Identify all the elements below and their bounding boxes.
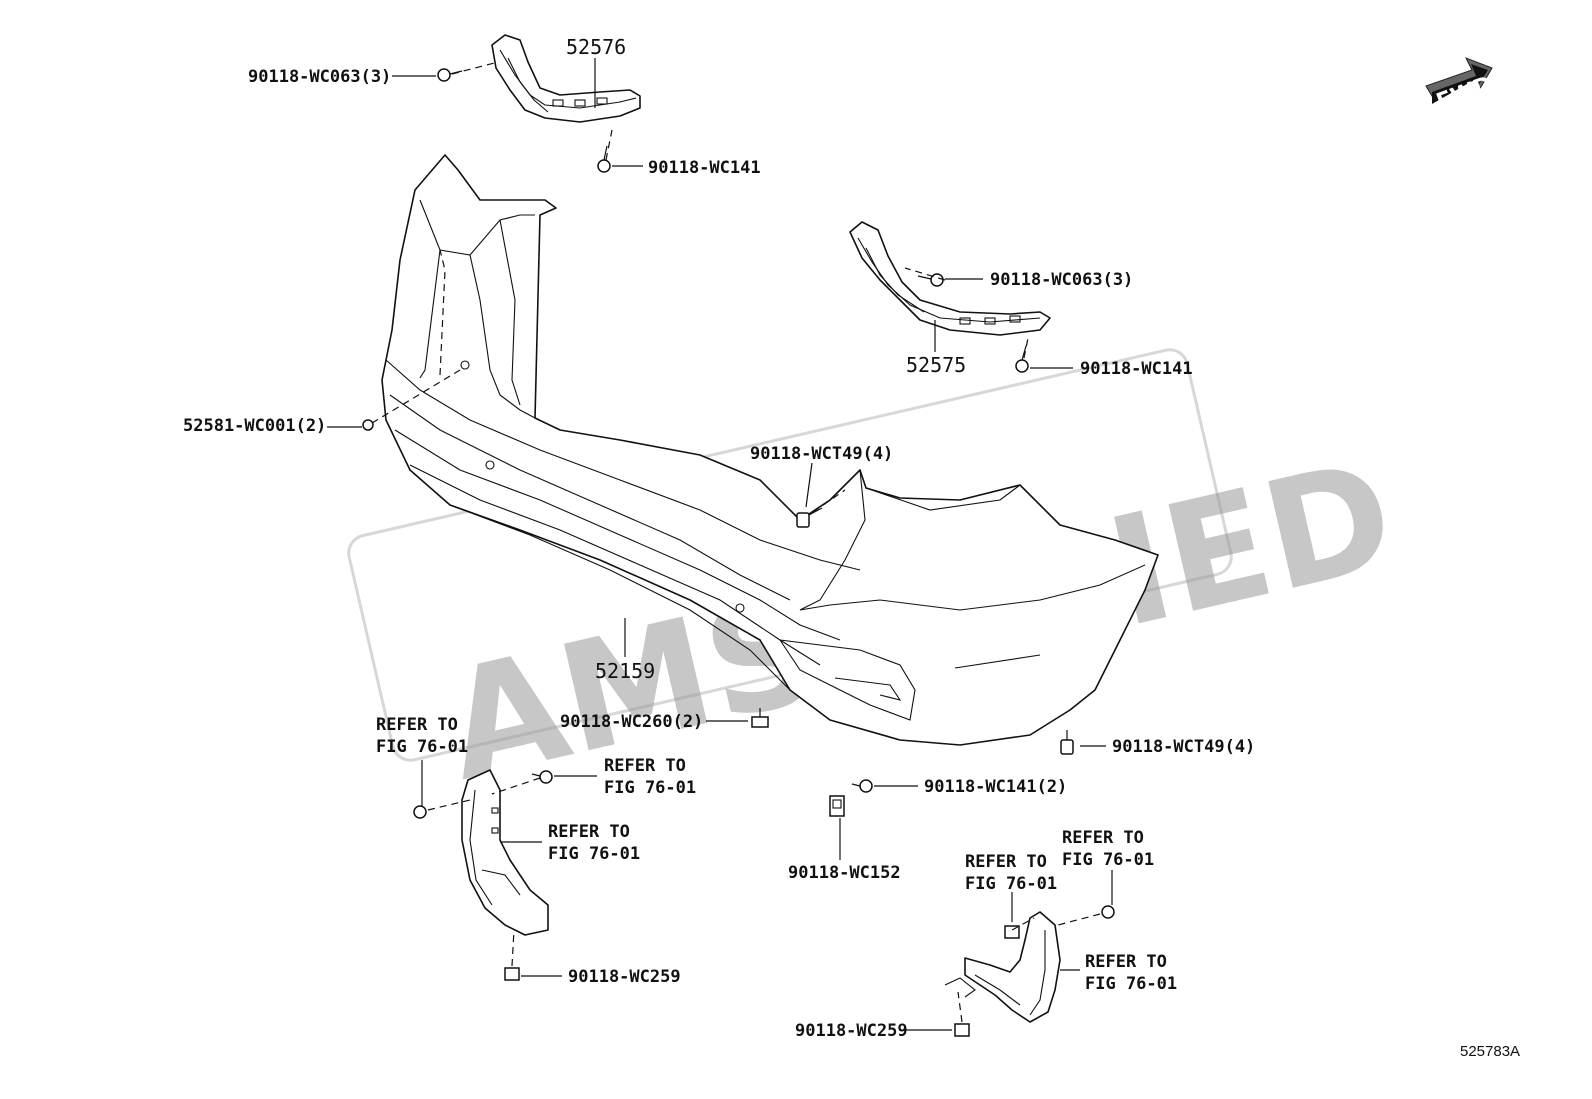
clip-icon	[504, 967, 520, 981]
label-right-flap-clip: 90118-WC259	[795, 1021, 908, 1041]
refer-note: REFER TO FIG 76-01	[1062, 828, 1154, 870]
bolt-icon	[1060, 730, 1074, 755]
svg-text:REFER TO: REFER TO	[965, 852, 1047, 872]
svg-text:FIG 76-01: FIG 76-01	[965, 874, 1057, 894]
clip-icon	[954, 1023, 970, 1037]
svg-text:REFER TO: REFER TO	[1062, 828, 1144, 848]
svg-text:REFER TO: REFER TO	[1085, 952, 1167, 972]
label-bumper-lower-clip: 90118-WC260(2)	[560, 712, 703, 732]
refer-note: REFER TO FIG 76-01	[965, 852, 1057, 894]
bumper-clip-icon	[362, 419, 374, 431]
alignment-lines	[371, 61, 1101, 1023]
svg-text:REFER TO: REFER TO	[376, 715, 458, 735]
clip-icon	[851, 779, 873, 793]
clip-icon	[597, 145, 611, 173]
refer-labels: REFER TO FIG 76-01 REFER TO FIG 76-01 RE…	[376, 715, 1177, 994]
part-labels: 90118-WC063(3) 52576 90118-WC141 90118-W…	[183, 35, 1255, 1041]
screw-icon	[531, 770, 553, 784]
screw-icon	[437, 68, 463, 82]
label-bracket-left-clip: 90118-WC141	[648, 158, 761, 178]
label-bumper-cover: 52159	[595, 659, 655, 683]
label-bumper-clip: 52581-WC001(2)	[183, 416, 326, 436]
clip-icon	[1015, 345, 1029, 373]
label-nut-wc152: 90118-WC152	[788, 863, 901, 883]
screw-icon	[1101, 905, 1115, 919]
bracket-52575	[849, 221, 1051, 336]
svg-text:FIG 76-01: FIG 76-01	[548, 844, 640, 864]
svg-text:REFER TO: REFER TO	[548, 822, 630, 842]
clip-icon	[751, 708, 769, 728]
label-clip-wc141-2: 90118-WC141(2)	[924, 777, 1067, 797]
clip-icon	[413, 805, 427, 819]
screw-icon	[917, 273, 944, 287]
label-bracket-right-clip: 90118-WC141	[1080, 359, 1193, 379]
fwd-arrow-icon: FWD	[1425, 57, 1496, 115]
svg-text:FIG 76-01: FIG 76-01	[1085, 974, 1177, 994]
mud-flap-right	[944, 911, 1061, 1023]
fasteners	[362, 68, 1115, 1037]
label-bracket-left-screw: 90118-WC063(3)	[248, 67, 391, 87]
label-bumper-bolt-right: 90118-WCT49(4)	[1112, 737, 1255, 757]
clip-icon	[1004, 925, 1020, 939]
refer-note: REFER TO FIG 76-01	[1085, 952, 1177, 994]
refer-note: REFER TO FIG 76-01	[548, 822, 640, 864]
label-bracket-right-screw: 90118-WC063(3)	[990, 270, 1133, 290]
refer-note: REFER TO FIG 76-01	[376, 715, 468, 757]
svg-text:FIG 76-01: FIG 76-01	[604, 778, 696, 798]
svg-text:FIG 76-01: FIG 76-01	[1062, 850, 1154, 870]
bracket-52576	[491, 34, 641, 123]
svg-text:FIG 76-01: FIG 76-01	[376, 737, 468, 757]
bolt-icon	[796, 507, 823, 528]
figure-code: 525783A	[1460, 1043, 1520, 1060]
svg-text:REFER TO: REFER TO	[604, 756, 686, 776]
label-bracket-right-part: 52575	[906, 353, 966, 377]
label-bracket-left-part: 52576	[566, 35, 626, 59]
rear-bumper-cover	[381, 154, 1159, 746]
refer-note: REFER TO FIG 76-01	[604, 756, 696, 798]
nut-icon	[829, 795, 845, 817]
leader-lines	[327, 58, 1113, 1031]
mud-flap-left	[461, 769, 549, 936]
label-bumper-bolt-upper: 90118-WCT49(4)	[750, 444, 893, 464]
label-left-flap-clip: 90118-WC259	[568, 967, 681, 987]
